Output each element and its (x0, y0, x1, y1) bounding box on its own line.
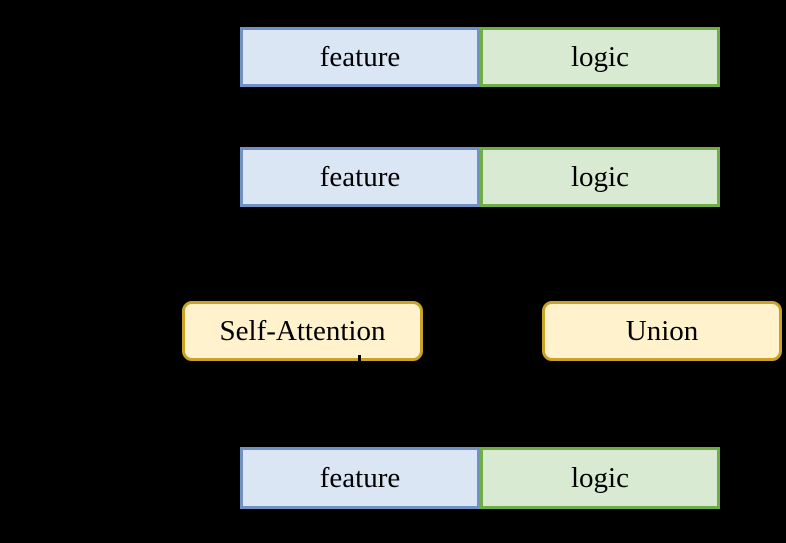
logic-box-middle: logic (480, 147, 720, 207)
logic-box-bottom: logic (480, 447, 720, 509)
self-attention-box: Self-Attention (182, 301, 423, 361)
feature-logic-bar-middle: feature logic (240, 147, 720, 207)
logic-label: logic (571, 461, 629, 494)
self-attention-label: Self-Attention (219, 314, 386, 347)
feature-box-top: feature (240, 27, 480, 87)
connector-dot-above-logic (598, 442, 602, 448)
feature-box-middle: feature (240, 147, 480, 207)
feature-label: feature (319, 461, 401, 494)
logic-box-top: logic (480, 27, 720, 87)
logic-label: logic (571, 160, 629, 193)
logic-label: logic (571, 40, 629, 73)
union-label: Union (625, 314, 699, 347)
feature-logic-bar-bottom: feature logic (240, 447, 720, 509)
connector-tick-below-self-attention (358, 355, 361, 363)
feature-box-bottom: feature (240, 447, 480, 509)
union-box: Union (542, 301, 782, 361)
feature-label: feature (319, 40, 401, 73)
feature-label: feature (319, 160, 401, 193)
feature-logic-bar-top: feature logic (240, 27, 720, 87)
